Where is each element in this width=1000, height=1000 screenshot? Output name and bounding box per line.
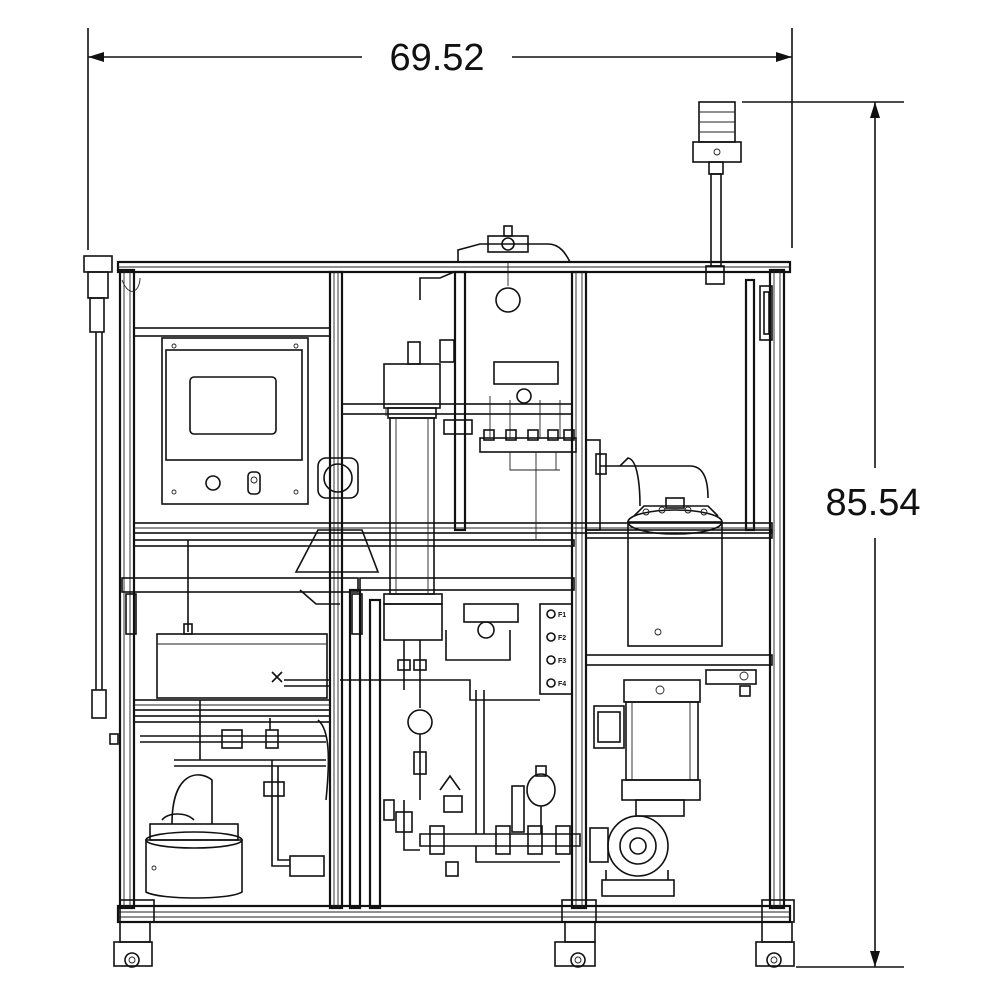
caster-right — [755, 899, 795, 968]
label-f3: F3 — [558, 658, 566, 665]
bottom-left-tank — [145, 700, 243, 899]
valve-manifold-upper — [479, 361, 577, 540]
caster-left — [113, 899, 155, 968]
reactor-column — [383, 271, 473, 641]
width-dimension-label: 69.52 — [389, 37, 484, 79]
flow-switch-panel: F1 F2 F3 F4 — [539, 603, 573, 695]
level-switch-left — [83, 255, 141, 745]
piping-lower-left — [140, 718, 330, 877]
width-dimension: 69.52 — [87, 28, 793, 250]
label-f2: F2 — [558, 635, 566, 642]
caster-center — [554, 899, 597, 968]
aluminum-frame — [116, 260, 792, 924]
frame-fasteners — [125, 453, 757, 697]
pump-motor — [589, 679, 701, 897]
funnel-hopper — [294, 529, 380, 605]
piping-lower — [383, 774, 581, 877]
accumulator — [511, 765, 556, 834]
sight-glass-right — [759, 285, 773, 341]
right-tank — [600, 457, 723, 647]
label-f1: F1 — [558, 612, 566, 619]
label-f4: F4 — [558, 681, 566, 688]
beacon-light-icon — [692, 101, 742, 285]
piping-middle — [340, 603, 540, 834]
height-dimension: 85.54 — [742, 101, 921, 968]
height-dimension-label: 85.54 — [825, 482, 920, 524]
rectangular-tank — [156, 540, 331, 699]
top-valve-assembly — [457, 225, 571, 313]
control-panel — [161, 337, 309, 505]
